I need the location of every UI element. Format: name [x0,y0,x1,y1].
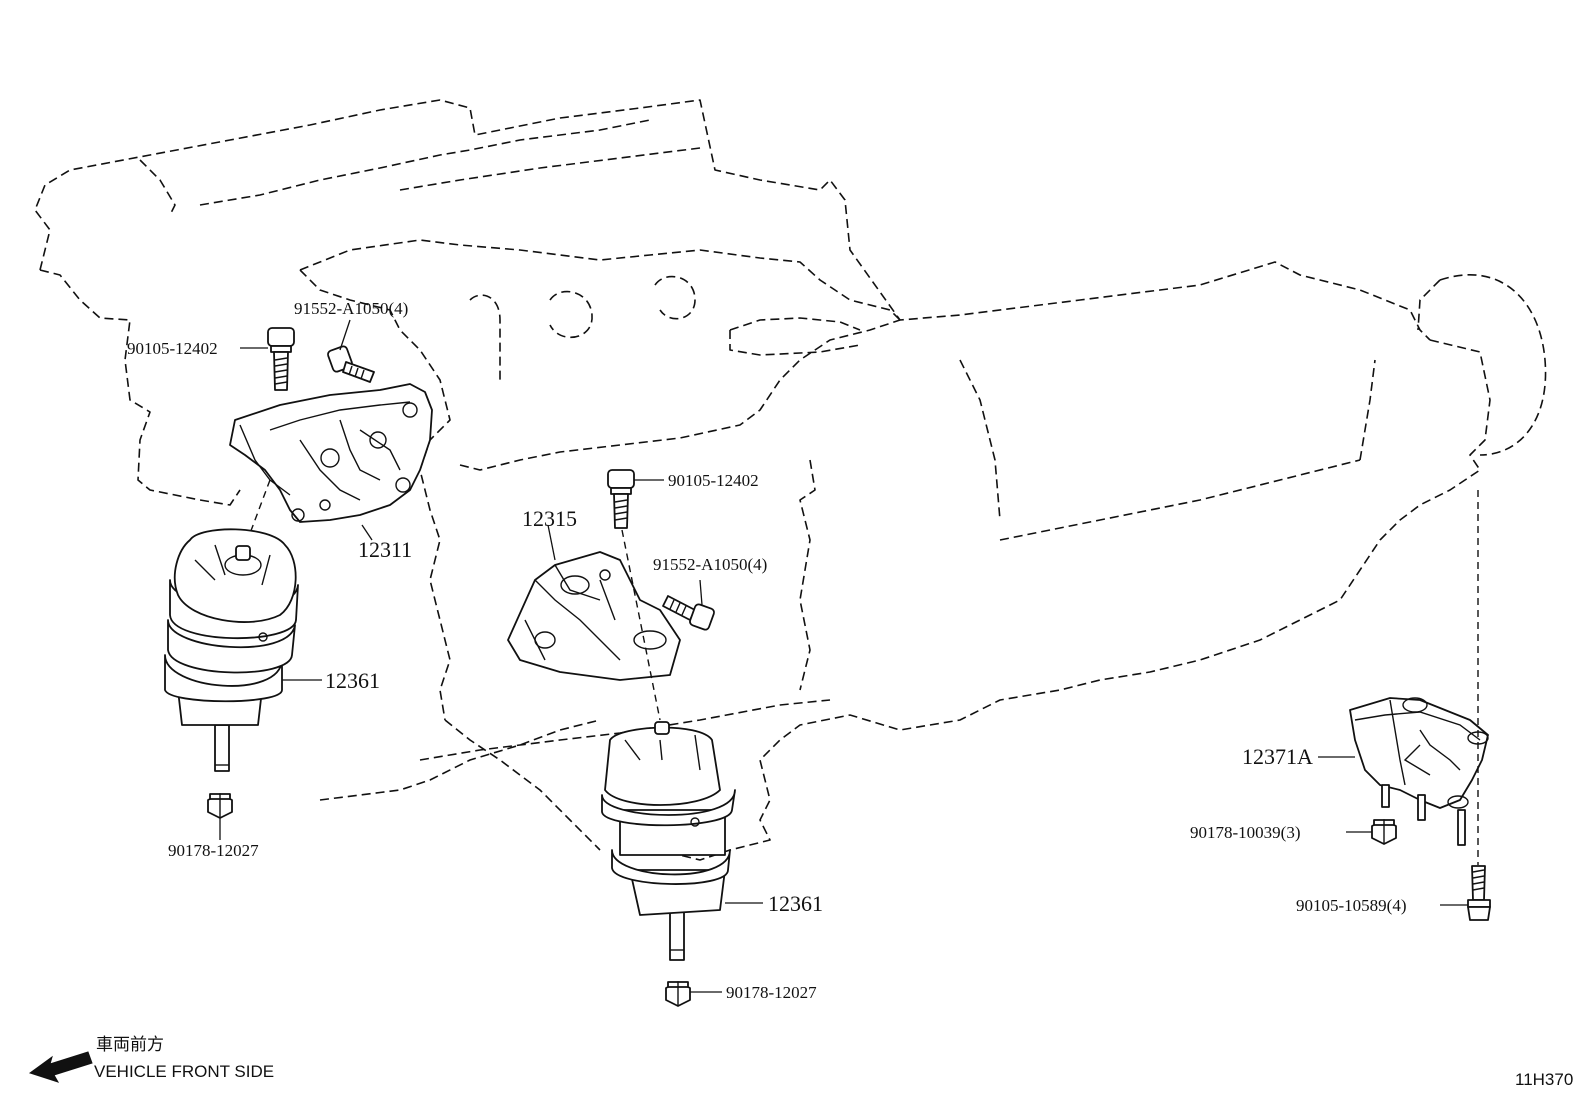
label-bolt-left-top-2: 91552-A1050(4) [294,299,408,318]
label-rear-mount: 12371A [1242,744,1313,769]
label-bolt-rear: 90105-10589(4) [1296,896,1406,915]
bolt-center-2-icon [662,595,715,631]
label-bracket-center: 12315 [522,506,577,531]
label-bolt-left-top: 90105-12402 [127,339,218,358]
nut-center-icon [665,981,691,1007]
label-nut-center: 90178-12027 [726,983,817,1002]
diagram-code: 11H370 [1515,1070,1573,1089]
insulator-center-icon [601,721,736,961]
front-label-japanese: 車両前方 [96,1035,164,1054]
front-arrow-icon [28,1051,93,1083]
bracket-left-icon [229,383,433,523]
front-label-english: VEHICLE FRONT SIDE [94,1062,274,1081]
label-bolt-center-2: 91552-A1050(4) [653,555,767,574]
front-indicator: 車両前方 VEHICLE FRONT SIDE [28,1035,274,1083]
label-insulator-left: 12361 [325,668,380,693]
label-insulator-center: 12361 [768,891,823,916]
engine-outline [34,99,1547,861]
bracket-center-icon [507,551,681,681]
nut-left-icon [207,793,233,819]
bolt-rear-icon [1467,865,1491,921]
insulator-left-icon [164,528,299,772]
bolt-center-top-icon [607,469,635,529]
rear-mount-icon [1349,697,1489,846]
nut-rear-icon [1371,819,1397,845]
bolt-left-top-icon [267,327,295,391]
label-nut-left: 90178-12027 [168,841,259,860]
label-bracket-left: 12311 [358,537,412,562]
label-nut-rear: 90178-10039(3) [1190,823,1300,842]
bolt-left-top-2-icon [327,345,375,383]
label-bolt-center-top: 90105-12402 [668,471,759,490]
